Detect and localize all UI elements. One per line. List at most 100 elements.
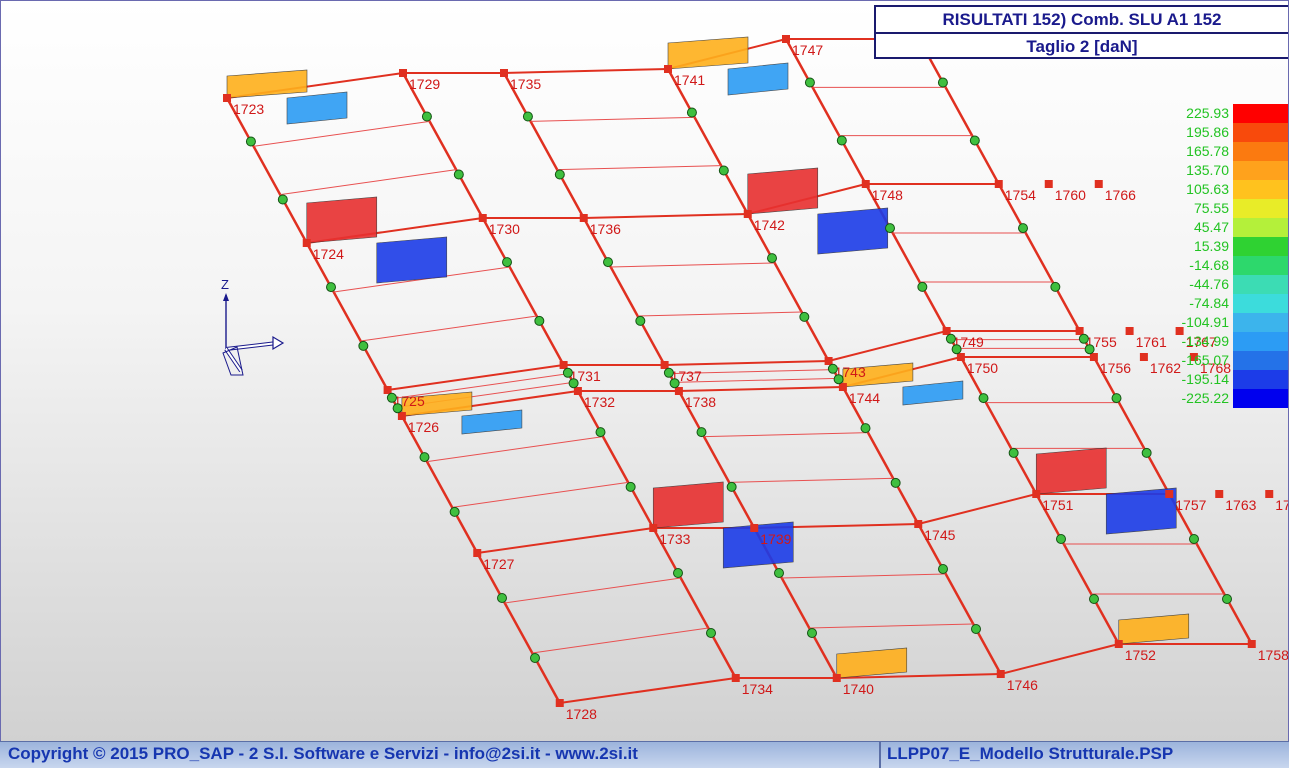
shear-diagram-block [1118,613,1190,645]
hinge-marker [603,257,614,268]
legend-value: -44.76 [1189,276,1229,292]
legend-color-swatch [1233,180,1288,199]
secondary-beam [253,120,430,147]
node-marker [223,94,231,102]
node-marker [956,353,965,361]
beam [387,364,564,391]
node-marker [1247,640,1256,648]
legend-value: 195.86 [1186,124,1229,140]
hinge-marker [419,452,430,463]
node-marker [1139,353,1148,361]
secondary-beam [452,481,629,508]
legend-row: -44.76 [1161,275,1288,294]
node-marker [555,699,564,707]
hinge-marker [421,111,432,122]
secondary-beam [781,573,946,579]
legend-color-swatch [1233,294,1288,313]
hinge-marker [1084,344,1095,355]
hinge-marker [502,257,513,268]
node-label: 1733 [659,531,690,547]
legend-row: -134.99 [1161,332,1288,351]
node-marker [1125,327,1134,335]
legend-value: -134.99 [1181,333,1229,349]
hinge-marker [625,481,636,492]
node-label: 1750 [967,360,998,376]
node-marker [861,180,870,188]
beam [1000,643,1119,675]
shear-diagram-block [376,236,448,284]
legend-value: 165.78 [1186,143,1229,159]
legend-color-swatch [1233,389,1288,408]
z-axis-label: Z [221,277,229,292]
legend-row: -104.91 [1161,313,1288,332]
hinge-marker [1050,281,1061,292]
legend-color-swatch [1233,351,1288,370]
node-marker [942,327,951,335]
secondary-beam [392,373,569,400]
beam [678,386,843,392]
node-label: 1752 [1125,647,1156,663]
hinge-marker [767,253,778,264]
node-marker [1215,490,1224,498]
node-label: 1762 [1150,360,1181,376]
node-label: 1742 [754,217,785,233]
node-marker [824,357,833,365]
hinge-marker [951,344,962,355]
hinge-marker [827,363,838,374]
legend-row: 105.63 [1161,180,1288,199]
hinge-marker [1141,447,1152,458]
shear-diagram-block [727,62,789,96]
shear-diagram-block [842,362,914,388]
hinge-marker [497,593,507,603]
node-label: 1767 [1186,334,1217,350]
legend-color-swatch [1233,123,1288,142]
hinge-marker [530,653,540,663]
beam [828,330,947,362]
legend-value: 75.55 [1193,200,1229,216]
legend-value: 105.63 [1186,181,1229,197]
legend-color-swatch [1233,313,1288,332]
node-marker [838,383,847,391]
node-marker [832,674,841,682]
beam [918,493,1037,525]
node-label: 1734 [742,681,773,697]
node-label: 1766 [1105,187,1136,203]
shear-diagram-block [461,409,523,435]
hinge-marker [804,77,815,88]
hinge-marker [718,165,729,176]
node-marker [579,214,588,222]
legend-value: -74.84 [1189,295,1229,311]
hinge-marker [917,281,928,292]
legend-color-swatch [1233,237,1288,256]
hinge-marker [245,136,256,147]
shear-diagram-block [836,647,908,679]
node-label: 1751 [1042,497,1073,513]
node-label: 1748 [872,187,903,203]
beam [559,677,736,704]
hinge-marker [885,223,896,234]
secondary-beam [729,477,894,483]
legend-row: 75.55 [1161,199,1288,218]
shear-diagram-block [667,36,749,70]
node-label: 1724 [313,246,344,262]
legend-row: -14.68 [1161,256,1288,275]
hinge-marker [453,169,464,180]
legend-color-swatch [1233,218,1288,237]
hinge-marker [449,506,460,517]
shear-diagram-block [722,521,794,569]
legend-color-swatch [1233,275,1288,294]
secondary-beam [333,266,510,293]
copyright-text: Copyright © 2015 PRO_SAP - 2 S.I. Softwa… [8,744,638,763]
node-marker [1094,180,1103,188]
secondary-beam [532,627,709,654]
node-marker [914,520,923,528]
hinge-marker [1189,534,1199,544]
node-marker [1265,490,1274,498]
legend-color-swatch [1233,370,1288,389]
legend-row: 135.70 [1161,161,1288,180]
legend-value: -225.22 [1181,390,1229,406]
structural-model-view[interactable]: 1723172917351741174717531759176517241730… [1,1,1289,742]
node-marker [573,387,582,395]
hinge-marker [971,624,981,634]
